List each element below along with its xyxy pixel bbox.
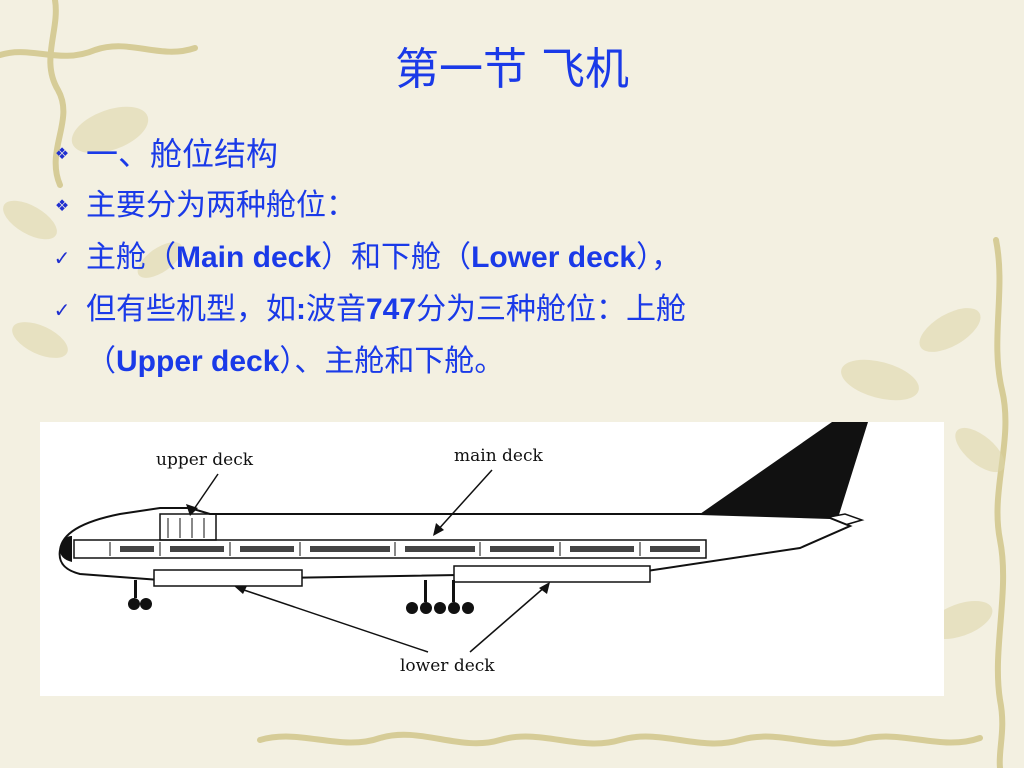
tail-fin bbox=[700, 422, 868, 518]
bullet-text-part: 主舱（ bbox=[86, 240, 176, 275]
checkmark-bullet-icon: ✓ bbox=[53, 246, 71, 270]
bullet-text: 主要分为两种舱位： bbox=[86, 188, 356, 223]
landing-gear bbox=[128, 580, 474, 614]
main-deck-compartment bbox=[73, 539, 707, 559]
bullet-text-part: Main deck bbox=[176, 241, 322, 274]
bullet-item: ❖ 一、舱位结构 bbox=[48, 128, 908, 180]
bullet-text-part: 747 bbox=[366, 293, 417, 326]
bullet-item: ❖ 主要分为两种舱位： bbox=[48, 180, 908, 232]
bullet-text-part: ）和下舱（ bbox=[321, 240, 472, 275]
bullet-text-part: Lower deck bbox=[471, 241, 637, 274]
lower-deck-forward-hold bbox=[153, 569, 303, 587]
nose-cone bbox=[60, 536, 72, 562]
diamond-bullet-icon: ❖ bbox=[54, 196, 70, 215]
bullet-text-part: : bbox=[296, 293, 306, 326]
airplane-deck-diagram: upper deck main deck lower deck bbox=[40, 422, 944, 696]
bullet-text-part: 波音 bbox=[306, 292, 366, 327]
bullet-item: ✓ 主舱（Main deck）和下舱（Lower deck）， bbox=[48, 232, 908, 284]
checkmark-bullet-icon: ✓ bbox=[53, 298, 71, 322]
lower-deck-aft-hold bbox=[453, 565, 651, 583]
bullet-text-part: 但有些机型，如 bbox=[86, 292, 296, 327]
diamond-bullet-icon: ❖ bbox=[54, 144, 70, 163]
slide-title: 第一节 飞机 bbox=[395, 44, 629, 95]
airplane-cross-section-illustration bbox=[58, 422, 868, 653]
bullet-text-part: 分为三种舱位：上舱 bbox=[416, 292, 687, 327]
lower-deck-label: lower deck bbox=[400, 656, 495, 676]
bullet-item: ✓ 但有些机型，如:波音747分为三种舱位：上舱 （Upper deck）、主舱和… bbox=[48, 284, 908, 388]
bullet-text-part: （ bbox=[86, 344, 116, 379]
upper-deck-label: upper deck bbox=[156, 450, 254, 470]
main-deck-label: main deck bbox=[454, 446, 543, 466]
bullet-text: 一、舱位结构 bbox=[86, 135, 279, 173]
bullet-text-part: ）、主舱和下舱。 bbox=[279, 344, 505, 379]
bullet-list: ❖ 一、舱位结构 ❖ 主要分为两种舱位： ✓ 主舱（Main deck）和下舱（… bbox=[48, 128, 908, 388]
bullet-text-part: Upper deck bbox=[116, 345, 280, 378]
bullet-text-part: ）， bbox=[636, 240, 682, 275]
fuselage bbox=[58, 507, 853, 582]
